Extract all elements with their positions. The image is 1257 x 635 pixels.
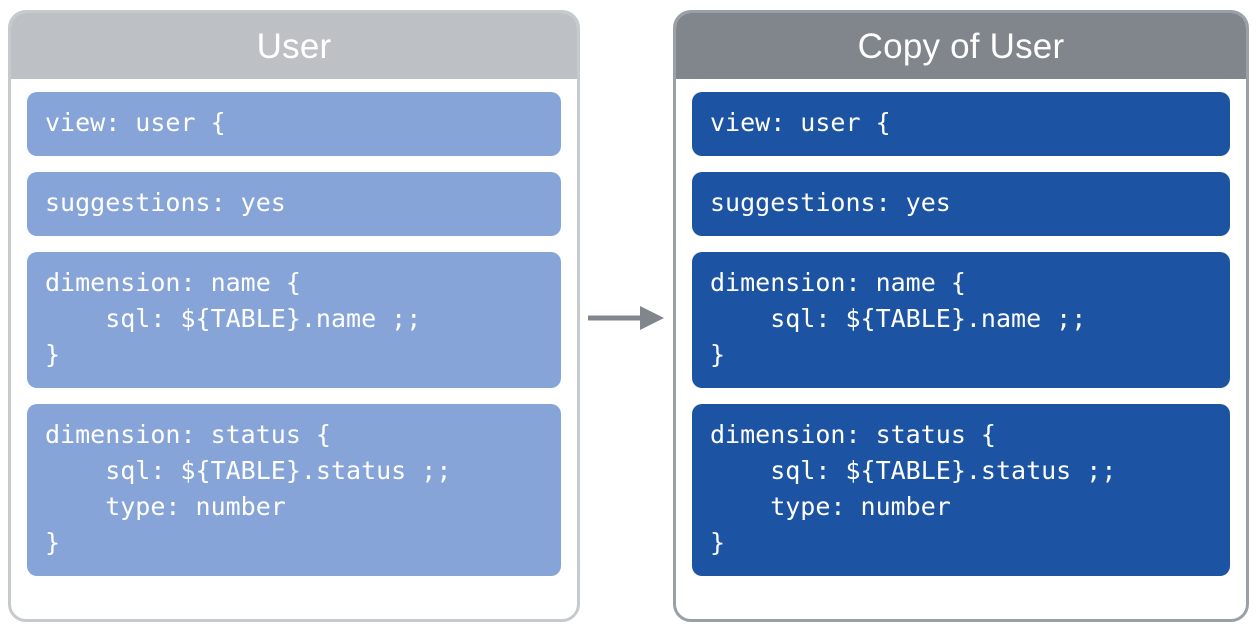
code-block-dimension-status[interactable]: dimension: status { sql: ${TABLE}.status… xyxy=(27,404,561,576)
right-arrow-icon xyxy=(586,296,666,340)
code-block-dimension-status[interactable]: dimension: status { sql: ${TABLE}.status… xyxy=(692,404,1230,576)
code-block-view[interactable]: view: user { xyxy=(27,92,561,156)
card-copy-of-user-title: Copy of User xyxy=(676,13,1246,79)
card-user-body: view: user { suggestions: yes dimension:… xyxy=(11,79,577,619)
card-user[interactable]: User view: user { suggestions: yes dimen… xyxy=(8,10,580,622)
code-block-dimension-name[interactable]: dimension: name { sql: ${TABLE}.name ;; … xyxy=(692,252,1230,388)
card-user-title: User xyxy=(11,13,577,79)
code-block-view[interactable]: view: user { xyxy=(692,92,1230,156)
card-copy-of-user-body: view: user { suggestions: yes dimension:… xyxy=(676,79,1246,619)
card-copy-of-user[interactable]: Copy of User view: user { suggestions: y… xyxy=(673,10,1249,622)
code-block-dimension-name[interactable]: dimension: name { sql: ${TABLE}.name ;; … xyxy=(27,252,561,388)
code-block-suggestions[interactable]: suggestions: yes xyxy=(692,172,1230,236)
code-block-suggestions[interactable]: suggestions: yes xyxy=(27,172,561,236)
